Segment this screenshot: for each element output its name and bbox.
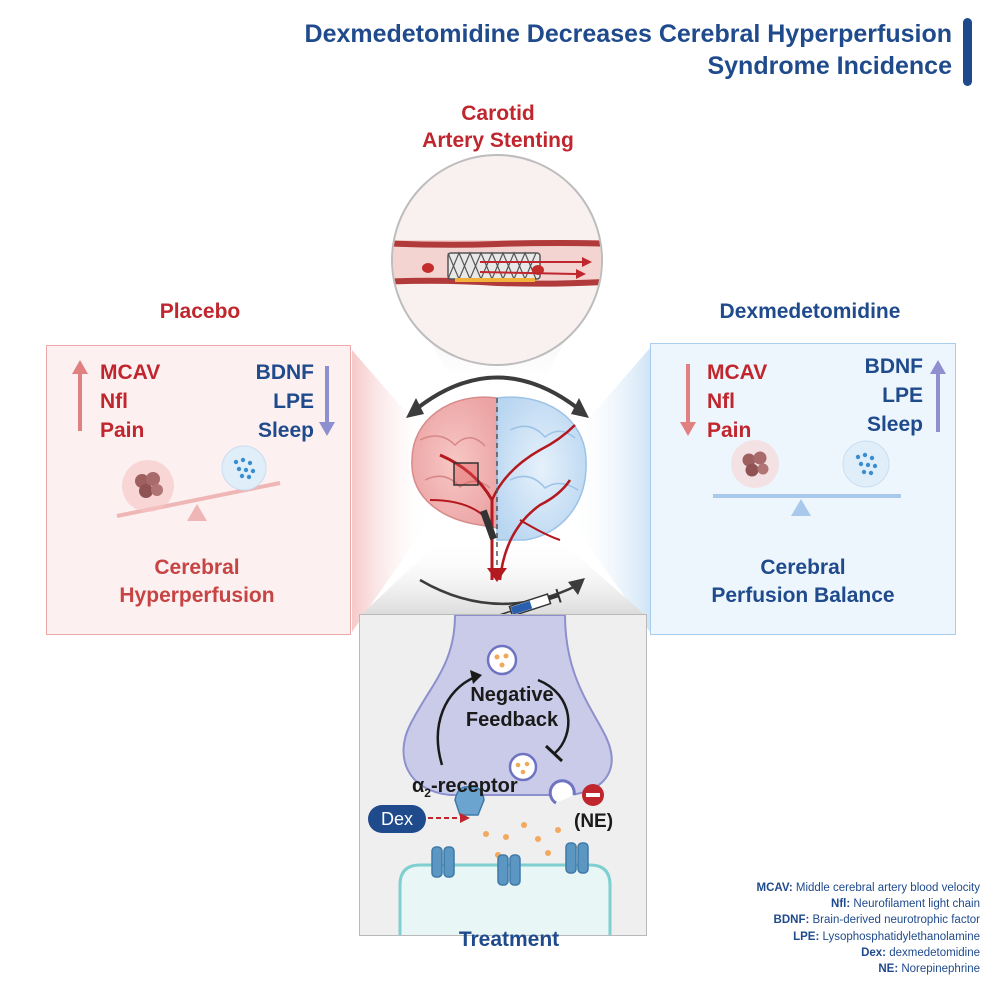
placebo-heading: Placebo	[159, 300, 241, 323]
dex-marker-pain: Pain	[707, 419, 752, 442]
feedback-line-2: Feedback	[465, 709, 559, 731]
placebo-marker-bdnf: BDNF	[255, 361, 314, 384]
dex-caption: Cerebral Perfusion Balance	[653, 554, 953, 610]
title-line-1: Dexmedetomidine Decreases Cerebral Hyper…	[304, 20, 952, 48]
dex-marker-nfl: Nfl	[707, 390, 735, 413]
bottom-cone	[362, 540, 644, 614]
procedure-line-2: Artery Stenting	[422, 129, 574, 152]
placebo-marker-mcav: MCAV	[100, 361, 161, 384]
placebo-marker-nfl: Nfl	[100, 390, 128, 413]
placebo-caption-line-1: Cerebral	[154, 556, 240, 579]
alpha2-receptor-label: α2-receptor	[412, 775, 518, 800]
legend-item: Nfl: Neurofilament light chain	[831, 898, 980, 911]
legend-item: MCAV: Middle cerebral artery blood veloc…	[756, 882, 981, 894]
receptor-sub: 2	[424, 786, 431, 800]
treatment-label: Treatment	[458, 928, 560, 951]
title-accent-bar	[963, 18, 972, 86]
dex-marker-mcav: MCAV	[707, 361, 768, 384]
feedback-line-1: Negative	[470, 684, 554, 706]
placebo-panel: MCAV Nfl Pain BDNF LPE Sleep Cerebral Hy…	[46, 345, 351, 635]
right-cone	[570, 348, 650, 632]
dex-badge: Dex	[368, 805, 426, 833]
negative-feedback-label: Negative Feedback	[457, 683, 567, 733]
placebo-caption-line-2: Hyperperfusion	[119, 584, 275, 607]
placebo-graphics	[72, 360, 335, 521]
top-double-arrow	[413, 375, 582, 412]
brain-illustration	[411, 396, 587, 582]
procedure-line-1: Carotid	[461, 102, 535, 125]
dex-caption-line-2: Perfusion Balance	[711, 584, 895, 607]
placebo-marker-pain: Pain	[100, 419, 145, 442]
legend-item: LPE: Lysophosphatidylethanolamine	[793, 930, 980, 943]
placebo-up-markers: MCAV Nfl Pain	[100, 358, 160, 445]
dex-caption-line-1: Cerebral	[760, 556, 846, 579]
dex-heading: Dexmedetomidine	[719, 300, 901, 323]
procedure-label: Carotid Artery Stenting	[398, 100, 598, 154]
dex-up-markers: BDNF LPE Sleep	[865, 352, 923, 439]
placebo-caption: Cerebral Hyperperfusion	[47, 554, 347, 610]
dex-marker-lpe: LPE	[882, 384, 923, 407]
dex-marker-sleep: Sleep	[866, 413, 923, 436]
mechanism-panel: Negative Feedback α2-receptor Dex (NE)	[359, 614, 647, 936]
receptor-prefix: α	[412, 775, 425, 797]
dex-graphics	[680, 360, 946, 516]
stent-illustration	[391, 154, 603, 366]
legend-item: BDNF: Brain-derived neurotrophic factor	[773, 914, 980, 927]
legend-item: NE: Norepinephrine	[878, 963, 980, 976]
left-cone	[352, 350, 430, 632]
placebo-marker-lpe: LPE	[273, 390, 314, 413]
dex-panel: MCAV Nfl Pain BDNF LPE Sleep Cerebral Pe…	[650, 343, 956, 635]
placebo-down-markers: BDNF LPE Sleep	[256, 358, 314, 445]
page-title: Dexmedetomidine Decreases Cerebral Hyper…	[305, 18, 952, 82]
syringe-icon	[493, 588, 562, 618]
ne-label: (NE)	[574, 811, 614, 832]
synapse-graphics	[398, 615, 613, 935]
abbreviation-legend: MCAV: Middle cerebral artery blood veloc…	[757, 880, 981, 977]
dex-marker-bdnf: BDNF	[864, 355, 923, 378]
receptor-suffix: -receptor	[430, 775, 518, 797]
legend-item: Dex: dexmedetomidine	[861, 946, 980, 959]
lower-arrow	[419, 578, 579, 605]
title-line-2: Syndrome Incidence	[707, 52, 952, 80]
dex-down-markers: MCAV Nfl Pain	[707, 358, 767, 445]
placebo-marker-sleep: Sleep	[257, 419, 314, 442]
